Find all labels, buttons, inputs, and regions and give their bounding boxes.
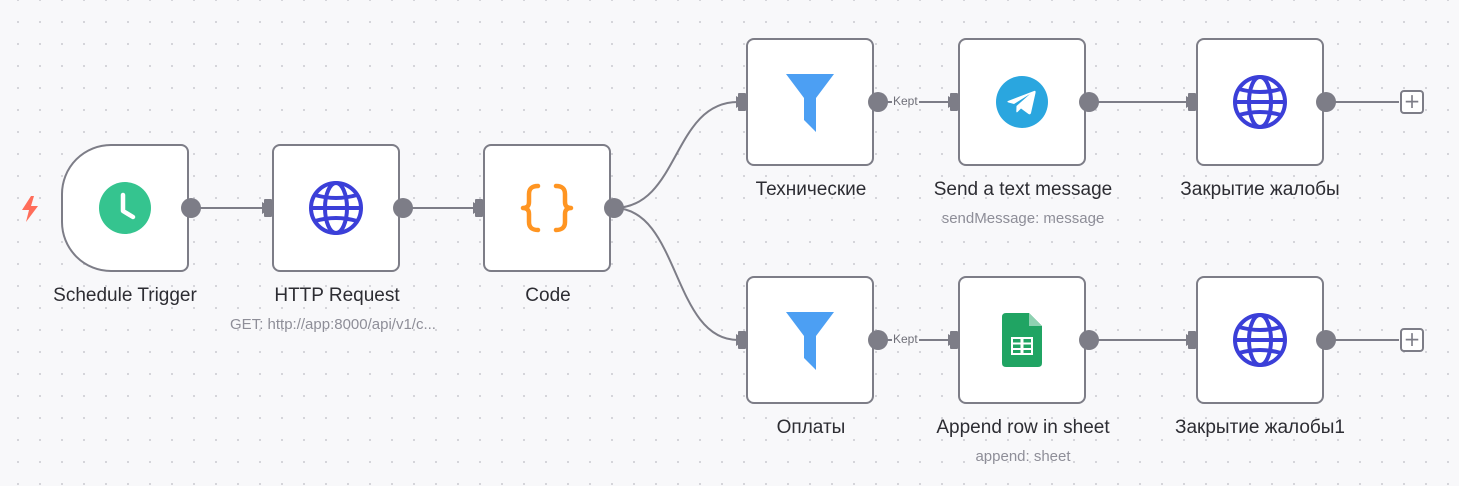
input-port[interactable]: [1188, 331, 1196, 349]
node-sublabel: sendMessage: message: [941, 210, 1105, 227]
code-braces-icon: [519, 180, 575, 236]
input-port[interactable]: [1188, 93, 1196, 111]
node-sublabel: append: sheet: [975, 448, 1071, 465]
node-label: Закрытие жалобы: [1180, 179, 1340, 200]
connection-code-filter1[interactable]: [613, 101, 739, 209]
node-label: Append row in sheet: [936, 417, 1110, 438]
globe-icon: [1232, 74, 1288, 130]
input-port[interactable]: [738, 93, 746, 111]
node-filter-payments[interactable]: [746, 276, 874, 404]
input-port[interactable]: [264, 199, 272, 217]
input-port[interactable]: [738, 331, 746, 349]
node-filter-technical[interactable]: [746, 38, 874, 166]
output-port[interactable]: [1316, 92, 1336, 112]
globe-icon: [1232, 312, 1288, 368]
node-label: Send a text message: [933, 179, 1113, 200]
node-label: Schedule Trigger: [53, 285, 197, 306]
node-schedule-trigger[interactable]: [61, 144, 189, 272]
node-send-text-message[interactable]: [958, 38, 1086, 166]
clock-icon: [99, 182, 151, 234]
edge-label-kept: Kept: [892, 94, 919, 108]
add-node-button[interactable]: +: [1400, 90, 1424, 114]
node-close-complaint[interactable]: [1196, 38, 1324, 166]
input-port[interactable]: [950, 93, 958, 111]
input-port[interactable]: [475, 199, 483, 217]
node-label: Оплаты: [776, 417, 846, 438]
node-code[interactable]: [483, 144, 611, 272]
output-port[interactable]: [181, 198, 201, 218]
input-port[interactable]: [950, 331, 958, 349]
connection-code-filter2[interactable]: [613, 207, 739, 341]
node-close-complaint-1[interactable]: [1196, 276, 1324, 404]
output-port[interactable]: [868, 330, 888, 350]
add-node-button[interactable]: +: [1400, 328, 1424, 352]
edge-label-kept: Kept: [892, 332, 919, 346]
node-label: Технические: [755, 179, 867, 200]
filter-icon: [784, 70, 836, 134]
globe-icon: [308, 180, 364, 236]
google-sheets-icon: [1002, 313, 1042, 367]
output-port[interactable]: [393, 198, 413, 218]
output-port[interactable]: [868, 92, 888, 112]
output-port[interactable]: [1316, 330, 1336, 350]
node-http-request[interactable]: [272, 144, 400, 272]
node-sublabel: GET: http://app:8000/api/v1/c...: [230, 316, 436, 333]
node-label: HTTP Request: [274, 285, 400, 306]
trigger-bolt-icon: [20, 196, 40, 227]
node-label: Закрытие жалобы1: [1175, 417, 1345, 438]
node-append-row-in-sheet[interactable]: [958, 276, 1086, 404]
output-port[interactable]: [604, 198, 624, 218]
output-port[interactable]: [1079, 92, 1099, 112]
node-label: Code: [525, 285, 571, 306]
output-port[interactable]: [1079, 330, 1099, 350]
telegram-icon: [996, 76, 1048, 128]
filter-icon: [784, 308, 836, 372]
